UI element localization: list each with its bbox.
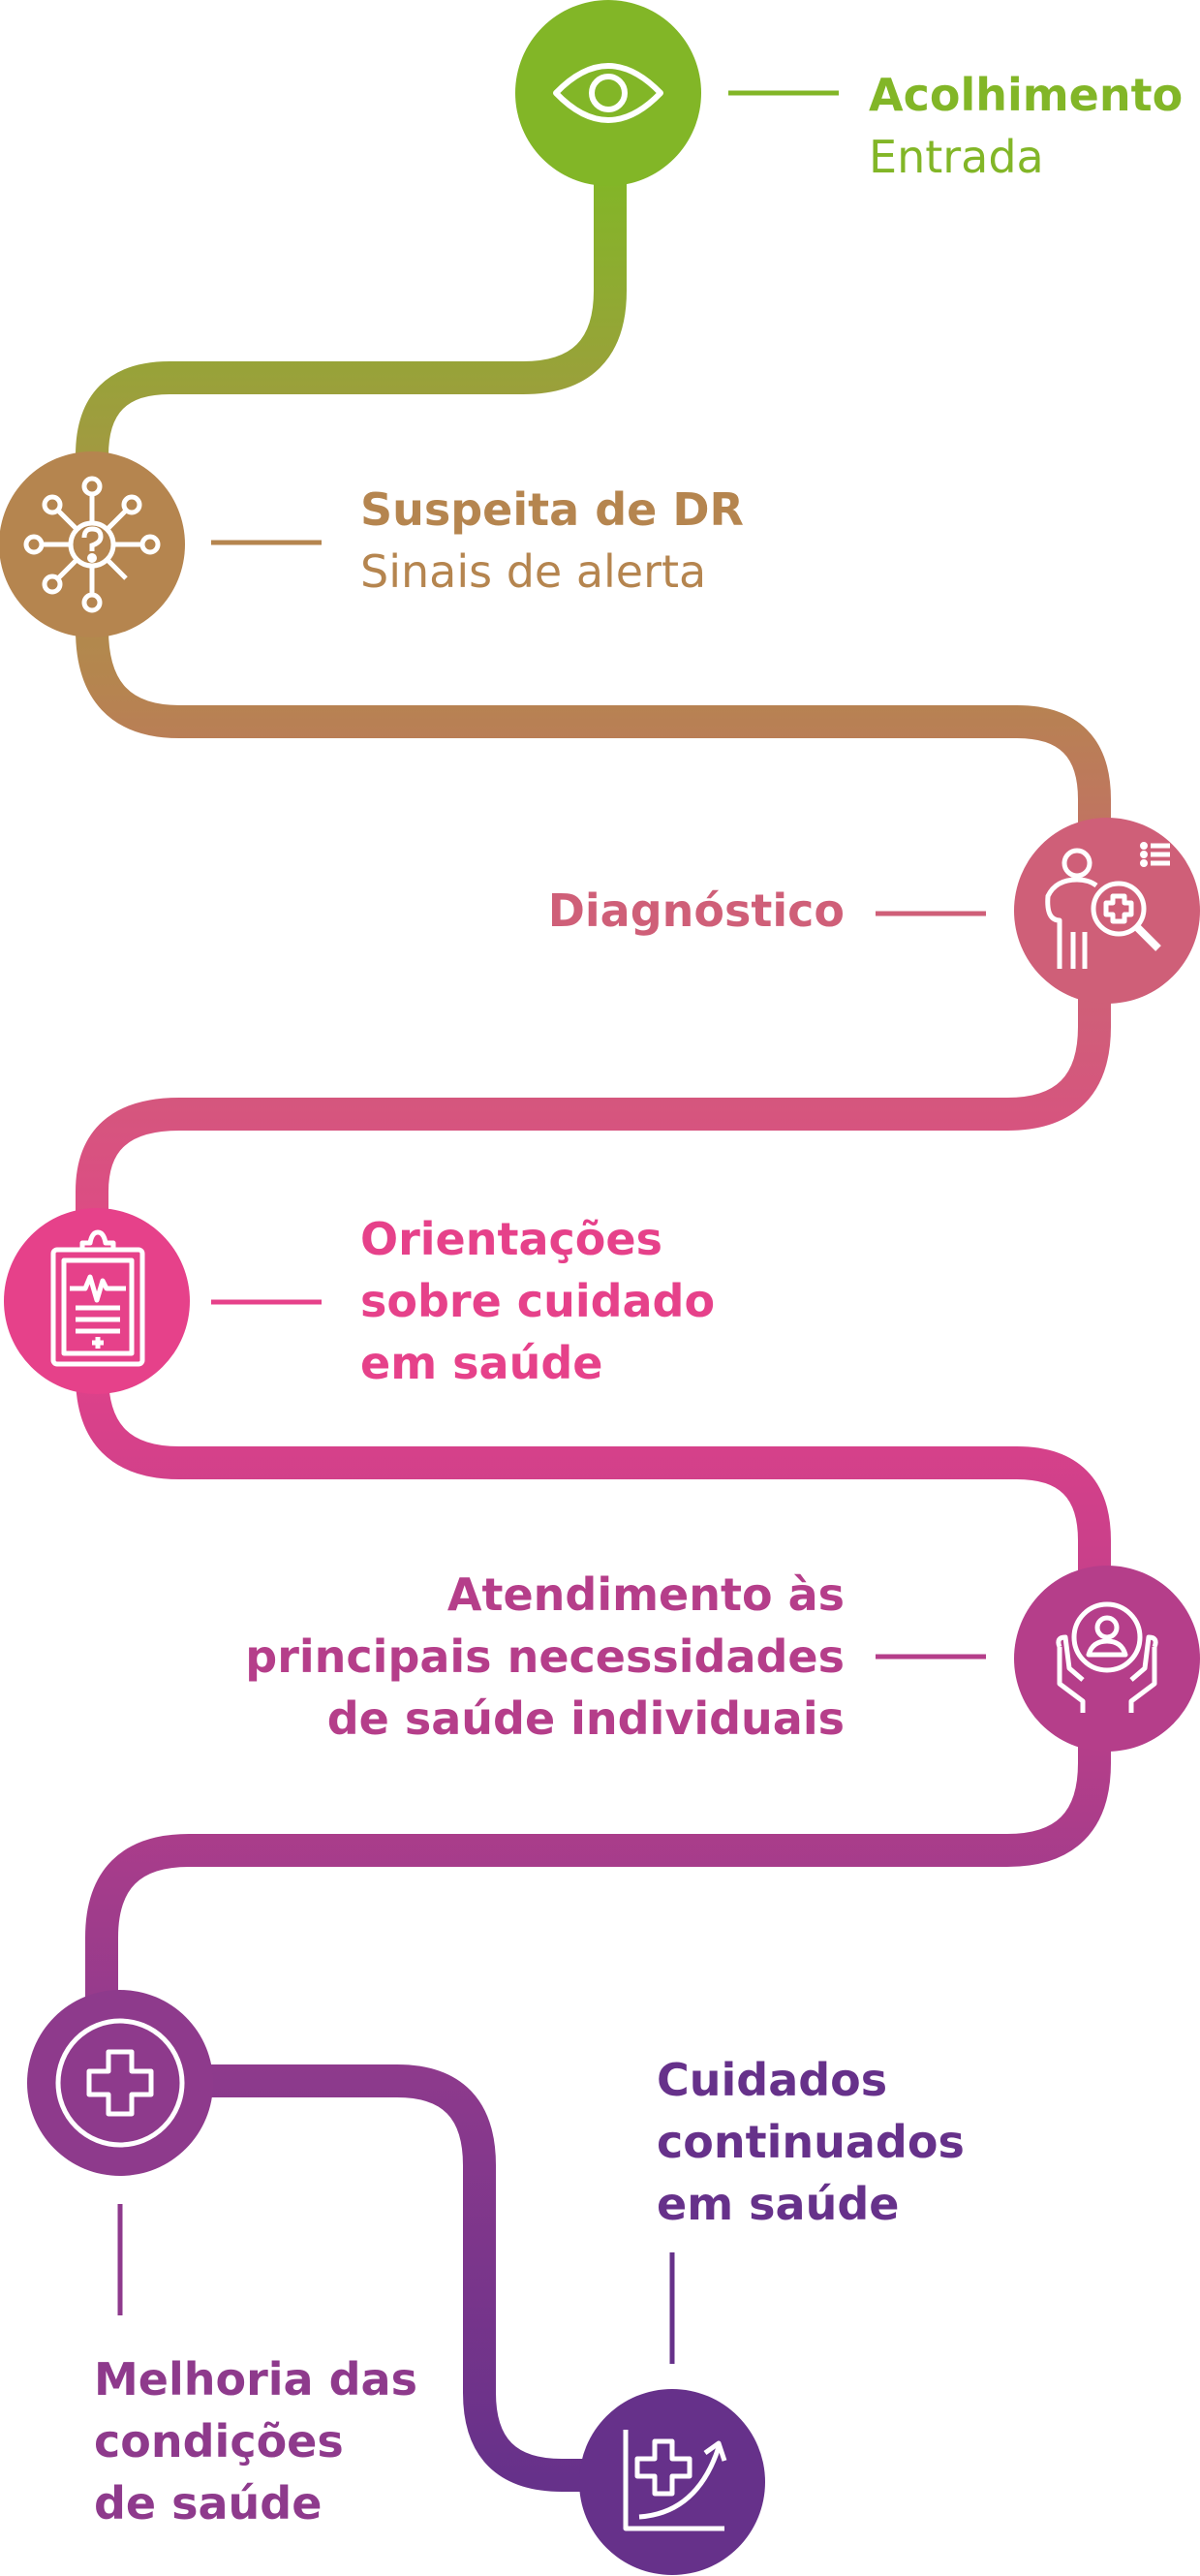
label-diagnostico: Diagnóstico bbox=[548, 880, 845, 942]
step-text-line: sobre cuidado bbox=[360, 1275, 716, 1327]
eye-icon bbox=[553, 63, 663, 123]
step-node-melhoria bbox=[27, 1990, 213, 2176]
label-cuidados: Cuidados continuados em saúde bbox=[657, 2049, 965, 2235]
step-text-line: de saúde bbox=[94, 2477, 323, 2529]
step-text-line: continuados bbox=[657, 2116, 965, 2168]
step-text-line: de saúde individuais bbox=[326, 1692, 845, 1745]
hands-care-icon bbox=[1056, 1601, 1158, 1713]
step-node-cuidados bbox=[579, 2389, 765, 2575]
step-title: Acolhimento bbox=[869, 69, 1184, 121]
label-suspeita: Suspeita de DR Sinais de alerta bbox=[360, 479, 744, 603]
step-title: Diagnóstico bbox=[547, 885, 845, 937]
step-node-diagnostico bbox=[1014, 818, 1200, 1004]
step-text-line: Melhoria das bbox=[94, 2353, 417, 2405]
medical-cross-icon bbox=[55, 2018, 185, 2148]
label-melhoria: Melhoria das condições de saúde bbox=[94, 2348, 417, 2534]
network-question-icon bbox=[23, 476, 161, 613]
step-subtitle: Sinais de alerta bbox=[360, 545, 707, 598]
step-node-acolhimento bbox=[515, 0, 701, 186]
clipboard-icon bbox=[50, 1229, 145, 1367]
step-text-line: principais necessidades bbox=[245, 1630, 845, 1683]
step-text-line: Atendimento às bbox=[446, 1568, 845, 1621]
step-text-line: condições bbox=[94, 2415, 344, 2467]
step-node-atendimento bbox=[1014, 1566, 1200, 1752]
step-text-line: em saúde bbox=[360, 1337, 603, 1389]
label-acolhimento: Acolhimento Entrada bbox=[869, 64, 1183, 188]
step-text-line: em saúde bbox=[657, 2178, 900, 2230]
step-node-suspeita bbox=[0, 451, 185, 637]
step-text-line: Cuidados bbox=[657, 2054, 888, 2106]
step-node-orientacoes bbox=[4, 1208, 190, 1394]
person-magnifier-icon bbox=[1045, 842, 1170, 969]
step-title: Suspeita de DR bbox=[360, 483, 744, 536]
step-text-line: Orientações bbox=[360, 1213, 662, 1265]
step-subtitle: Entrada bbox=[869, 131, 1044, 183]
label-orientacoes: Orientações sobre cuidado em saúde bbox=[360, 1208, 715, 1394]
label-atendimento: Atendimento às principais necessidades d… bbox=[245, 1564, 845, 1750]
health-growth-icon bbox=[623, 2430, 727, 2531]
